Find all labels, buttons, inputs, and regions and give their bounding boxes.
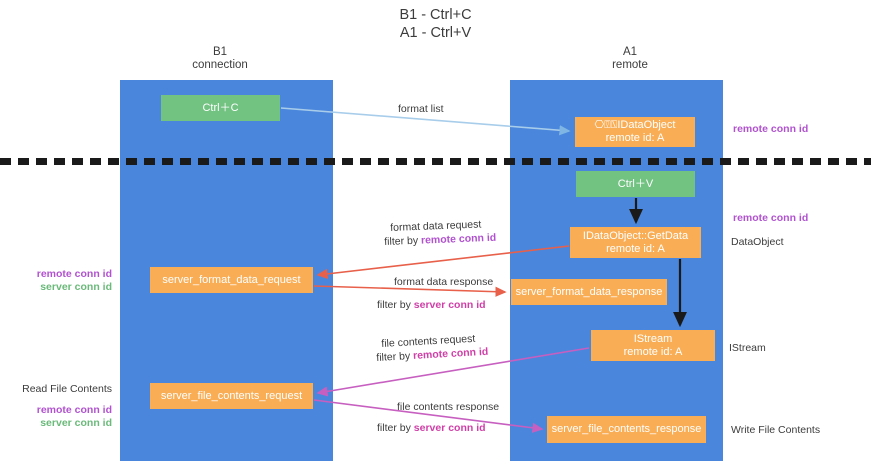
node-ctrl-v[interactable]: Ctrl＋V — [576, 171, 695, 197]
node-server-file-contents-request[interactable]: server_file_contents_request — [150, 383, 313, 409]
page-title: B1 - Ctrl+C A1 - Ctrl+V — [399, 7, 472, 41]
label-file-contents-response: file contents response — [397, 401, 500, 413]
filter-prefix: filter by — [376, 349, 414, 364]
annotation-dataobject: DataObject — [731, 236, 784, 248]
lane-header-a1: A1 remote — [612, 46, 648, 71]
filter-value-remote-conn-id: remote conn id — [420, 231, 497, 247]
node-idataobject[interactable]: ⎔⍔⍂IDataObject remote id: A — [575, 117, 695, 147]
connector-file-contents-response — [313, 399, 544, 433]
filter-value-server-conn-id: server conn id — [413, 422, 486, 434]
node-server-format-data-request[interactable]: server_format_data_request — [150, 267, 313, 293]
label-file-contents-response-filter: filter by server conn id — [377, 421, 486, 435]
node-idataobject-getdata[interactable]: IDataObject::GetData remote id: A — [570, 227, 701, 258]
annotation-server-conn-id: server conn id — [40, 417, 112, 429]
filter-prefix: filter by — [377, 422, 414, 434]
node-server-format-data-response[interactable]: server_format_data_response — [511, 279, 667, 305]
filter-value-server-conn-id: server conn id — [413, 299, 486, 311]
connector-file-contents-request — [316, 347, 590, 397]
label-format-data-response: format data response — [394, 276, 494, 288]
node-ctrl-c[interactable]: Ctrl＋C — [161, 95, 280, 121]
node-server-file-contents-response[interactable]: server_file_contents_response — [547, 416, 706, 443]
annotation-istream: IStream — [729, 342, 766, 354]
annotation-left-group-1: remote conn id server conn id — [0, 268, 112, 294]
filter-prefix: filter by — [384, 234, 422, 248]
lane-header-b1: B1 connection — [192, 46, 248, 71]
annotation-remote-conn-id: remote conn id — [36, 268, 112, 280]
annotation-remote-conn-id: remote conn id — [36, 404, 112, 416]
connector-format-data-response — [313, 285, 507, 297]
connector-format-list — [280, 107, 571, 136]
node-istream[interactable]: IStream remote id: A — [591, 330, 715, 361]
filter-prefix: filter by — [377, 299, 414, 311]
phase-divider — [0, 158, 871, 165]
label-format-list: format list — [398, 103, 444, 115]
annotation-left-group-2: Read File Contents remote conn id server… — [0, 383, 112, 430]
annotation-write-file-contents: Write File Contents — [731, 424, 821, 436]
annotation-read-file-contents: Read File Contents — [22, 383, 112, 395]
annotation-server-conn-id: server conn id — [40, 281, 112, 293]
annotation-remote-conn-id-top: remote conn id — [733, 123, 809, 135]
connector-format-data-request — [316, 245, 570, 279]
label-format-data-response-filter: filter by server conn id — [377, 298, 486, 312]
annotation-remote-conn-id-mid: remote conn id — [733, 212, 809, 224]
